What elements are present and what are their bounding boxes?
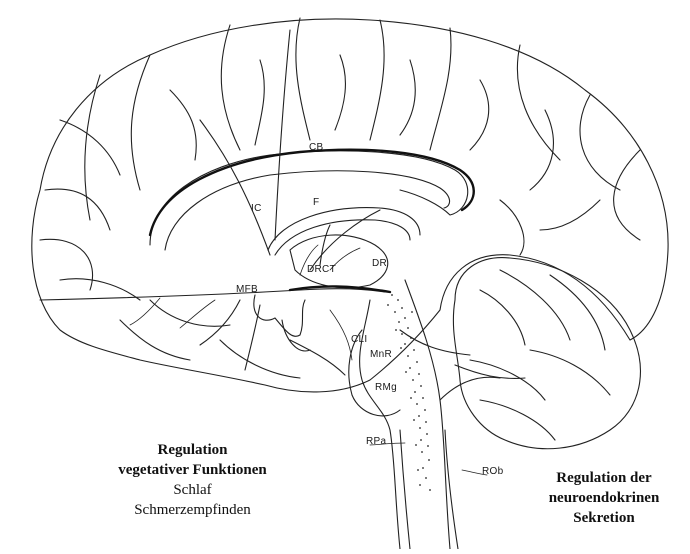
- caption-left-line3: Schlaf: [85, 480, 300, 500]
- caption-left-line1: Regulation: [85, 440, 300, 460]
- label-mfb: MFB: [236, 284, 258, 295]
- label-rmg: RMg: [375, 382, 397, 393]
- cerebral-gyri: [40, 18, 640, 378]
- label-ic: IC: [251, 203, 262, 214]
- cerebellum-outline: [453, 258, 640, 449]
- spinal-tract-right: [445, 430, 458, 549]
- label-f: F: [313, 197, 319, 208]
- cerebellum-folia: [455, 270, 610, 440]
- brainstem-posterior: [405, 280, 450, 549]
- fornix: [268, 208, 420, 250]
- label-rob: ROb: [482, 466, 504, 477]
- spinal-tract-left: [400, 430, 410, 549]
- label-dr: DR: [372, 258, 387, 269]
- label-drct: DRCT: [307, 264, 336, 275]
- caption-right-line3: Sekretion: [520, 508, 688, 528]
- label-rpa: RPa: [366, 436, 386, 447]
- label-cb: CB: [309, 142, 324, 153]
- caption-right-line2: neuroendokrinen: [520, 488, 688, 508]
- caption-left-line4: Schmerzempfinden: [85, 500, 300, 520]
- label-cli: CLI: [351, 334, 367, 345]
- caption-right: Regulation der neuroendokrinen Sekretion: [520, 468, 688, 528]
- cingulum-bundle: [150, 150, 474, 235]
- cerebrum-outline: [32, 19, 668, 392]
- caption-left: Regulation vegetativer Funktionen Schlaf…: [85, 440, 300, 520]
- corpus-callosum-inner: [165, 171, 450, 250]
- hypothalamus: [254, 295, 305, 336]
- serotonergic-projections: [40, 30, 500, 400]
- caption-right-line1: Regulation der: [520, 468, 688, 488]
- label-mnr: MnR: [370, 349, 392, 360]
- caption-left-line2: vegetativer Funktionen: [85, 460, 300, 480]
